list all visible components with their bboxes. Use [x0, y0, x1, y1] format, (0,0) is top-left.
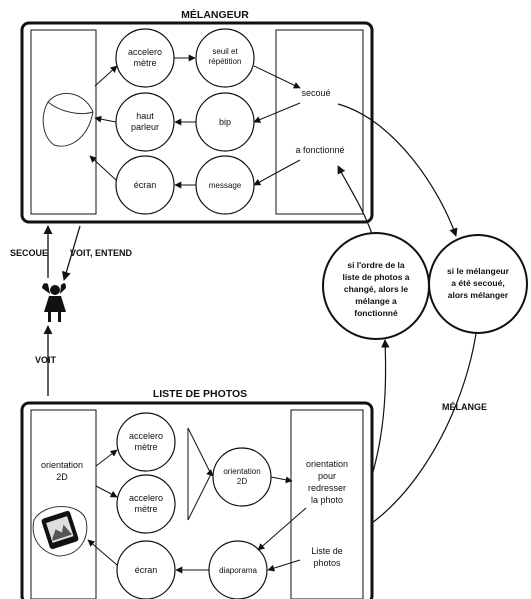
node-ecran-liste: écran: [116, 540, 176, 599]
node-ecran: écran: [115, 155, 175, 215]
label-voit: VOIT: [35, 355, 57, 365]
phone-photo-icon: [32, 506, 88, 557]
svg-text:pour: pour: [318, 471, 336, 481]
svg-text:changé, alors le: changé, alors le: [344, 284, 409, 294]
svg-text:haut: haut: [136, 111, 154, 121]
svg-text:accelero: accelero: [129, 431, 163, 441]
bowl-icon: [42, 92, 94, 147]
svg-text:message: message: [209, 181, 242, 190]
svg-text:écran: écran: [134, 180, 157, 190]
liste-right-panel: [290, 409, 364, 599]
svg-text:mélange a: mélange a: [355, 296, 397, 306]
condition-left: si l'ordre de la liste de photos a chang…: [322, 232, 430, 340]
svg-text:accelero: accelero: [129, 493, 163, 503]
melangeur-title: MÉLANGEUR: [181, 8, 249, 21]
svg-text:accelero: accelero: [128, 47, 162, 57]
node-message: message: [195, 155, 255, 215]
melangeur-arrows: [89, 54, 301, 189]
svg-text:si le mélangeur: si le mélangeur: [447, 266, 510, 276]
svg-text:redresser: redresser: [308, 483, 346, 493]
svg-text:liste de photos a: liste de photos a: [342, 272, 409, 282]
svg-text:diaporama: diaporama: [219, 566, 257, 575]
node-seuil: seuil et répétition: [195, 28, 255, 88]
svg-text:2D: 2D: [237, 477, 247, 486]
svg-text:orientation: orientation: [223, 467, 260, 476]
label-secoue-state: secoué: [301, 88, 330, 98]
label-voit-entend: VOIT, ENTEND: [70, 248, 133, 258]
svg-text:mètre: mètre: [133, 58, 156, 68]
svg-text:mètre: mètre: [134, 504, 157, 514]
svg-text:la photo: la photo: [311, 495, 343, 505]
user-arrows: [43, 225, 81, 396]
label-a-fonctionne: a fonctionné: [295, 145, 344, 155]
svg-text:a été secoué,: a été secoué,: [451, 278, 504, 288]
label-orientation-2d-left-1: orientation: [41, 460, 83, 470]
svg-text:alors mélanger: alors mélanger: [448, 290, 509, 300]
condition-right: si le mélangeur a été secoué, alors méla…: [428, 234, 528, 334]
melangeur-right-panel: [275, 29, 364, 215]
node-accelero-bottom: accelero mètre: [116, 474, 176, 534]
merge-triangle: [187, 427, 212, 521]
svg-text:parleur: parleur: [131, 122, 159, 132]
label-liste-de-photos: Liste de photos: [311, 546, 343, 568]
svg-text:fonctionné: fonctionné: [354, 308, 398, 318]
label-orientation-2d-left-2: 2D: [56, 472, 68, 482]
svg-text:Liste de: Liste de: [311, 546, 343, 556]
liste-title: LISTE DE PHOTOS: [153, 388, 247, 400]
node-orientation-2d: orientation 2D: [212, 447, 272, 507]
svg-text:orientation: orientation: [306, 459, 348, 469]
node-bip: bip: [195, 92, 255, 152]
node-accelero-top: accelero mètre: [116, 412, 176, 472]
svg-text:photos: photos: [313, 558, 341, 568]
node-haut-parleur: haut parleur: [115, 92, 175, 152]
svg-text:seuil et: seuil et: [212, 47, 238, 56]
liste-arrows: [87, 449, 307, 574]
svg-text:mètre: mètre: [134, 442, 157, 452]
svg-text:si l'ordre de la: si l'ordre de la: [347, 260, 405, 270]
svg-text:bip: bip: [219, 117, 231, 127]
label-melange: MÉLANGE: [442, 402, 487, 412]
label-orientation-right: orientation pour redresser la photo: [306, 459, 348, 505]
liste-left-panel: [30, 409, 97, 599]
person-icon: [42, 283, 66, 322]
node-accelero: accelero mètre: [115, 28, 175, 88]
label-secoue: SECOUE: [10, 248, 48, 258]
svg-text:écran: écran: [135, 565, 158, 575]
svg-text:répétition: répétition: [209, 57, 242, 66]
